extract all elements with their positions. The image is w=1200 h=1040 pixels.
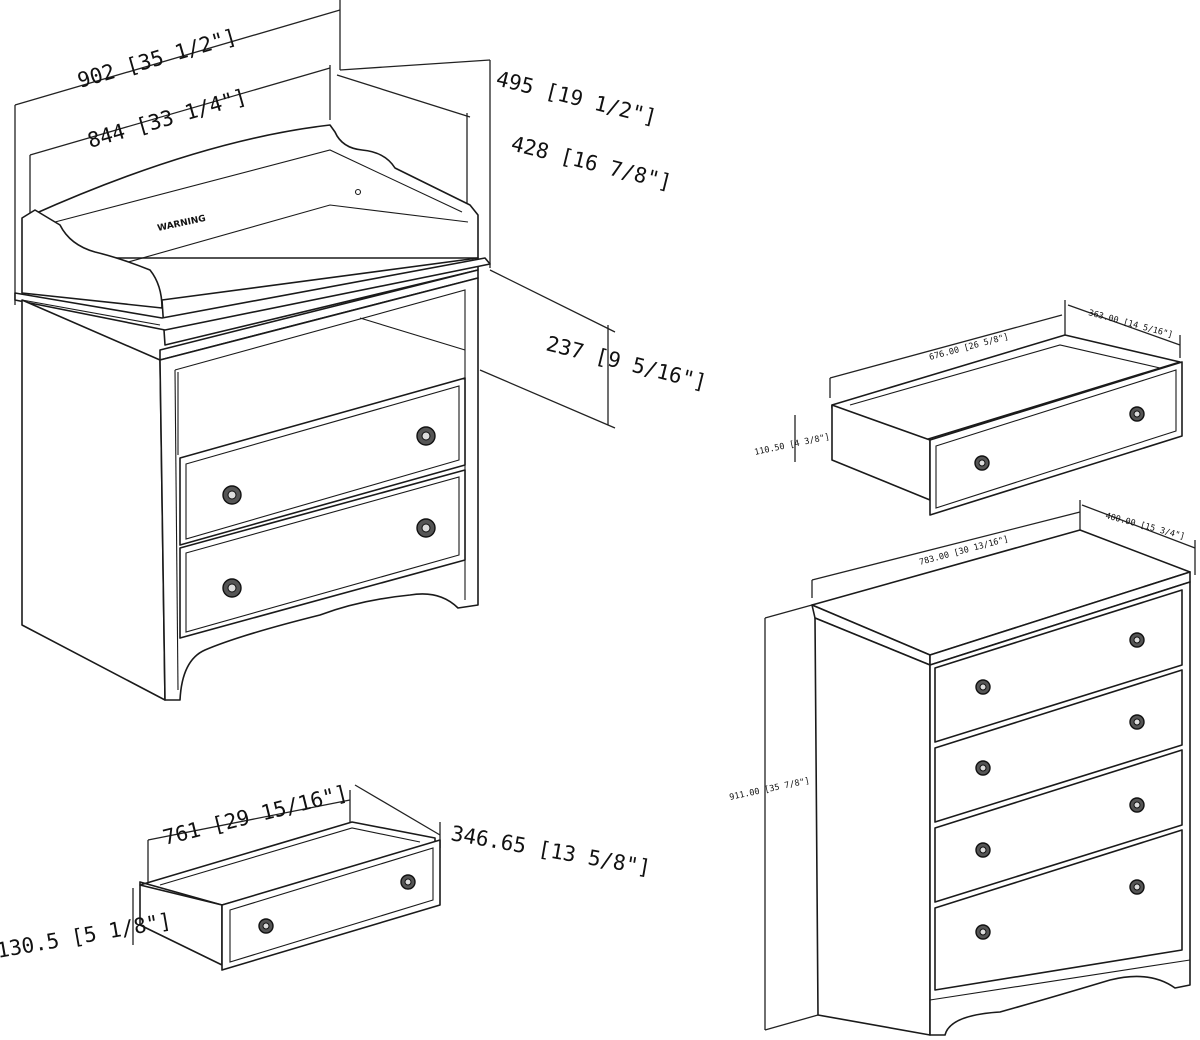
changing-table-width-label: 902 [35 1/2"] [75,24,240,92]
changing-table-drawer-dimension-lines [132,784,441,945]
changing-table-body [21,277,479,701]
changing-table-inner-width-label: 844 [33 1/4"] [85,84,250,152]
changing-table-drawer-height-label: 130.5 [5 1/8"] [0,909,173,963]
chest-drawer-dimension-lines [794,300,1181,462]
changing-table: WARNING 902 [35 1/2"] [14,0,709,701]
chest: 783.00 [30 13/16"] 400.00 [15 3/4"] 911.… [729,500,1196,1036]
changing-table-dimension-lines [14,0,616,429]
changing-table-depth-label: 495 [19 1/2"] [494,67,659,130]
chest-dimension-lines [764,500,1196,1031]
chest-drawer-depth-label: 363.00 [14 5/16"] [1087,308,1174,340]
chest-drawer-height-label: 110.50 [4 3/8"] [754,432,831,458]
changing-table-tray: WARNING [14,124,491,361]
chest-height-label: 911.00 [35 7/8"] [729,776,811,803]
changing-table-shelf-height-label: 237 [9 5/16"] [544,332,709,395]
chest-drawer: 676.00 [26 5/8"] 363.00 [14 5/16"] 110.5… [754,300,1183,516]
changing-table-drawer-depth-label: 346.65 [13 5/8"] [449,821,652,880]
changing-table-drawer: 761 [29 15/16"] 346.65 [13 5/8"] 130.5 [… [0,781,653,971]
changing-table-inner-depth-label: 428 [16 7/8"] [509,132,674,195]
chest-depth-label: 400.00 [15 3/4"] [1104,511,1186,542]
